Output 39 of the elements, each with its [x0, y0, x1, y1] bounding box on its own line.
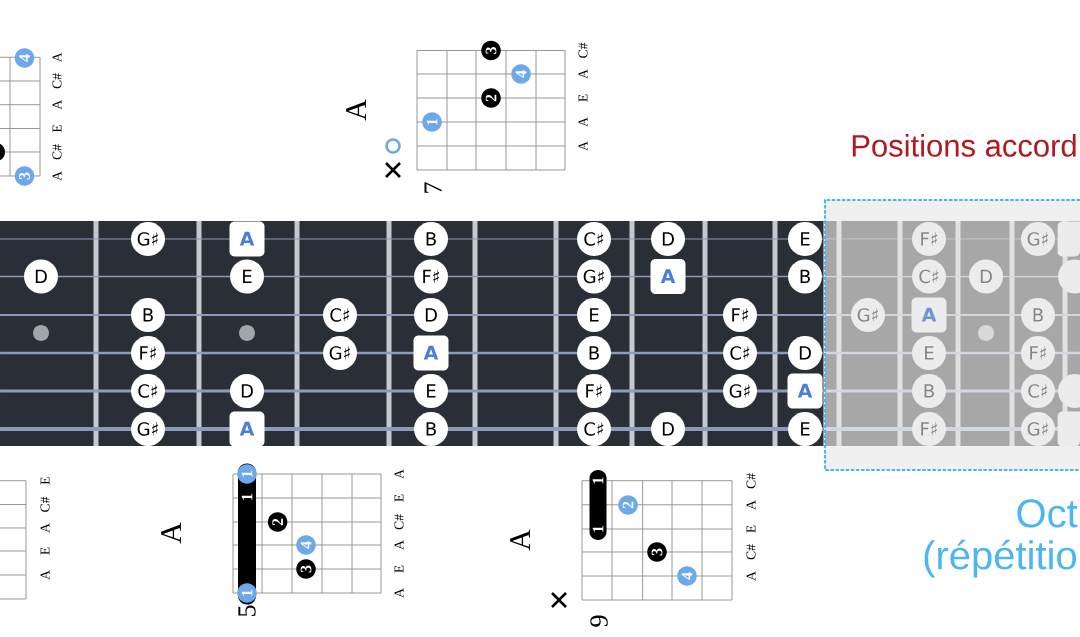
string-note-label: C# — [394, 514, 404, 530]
string-note-label: E — [746, 525, 756, 533]
string-note-label: E — [578, 94, 588, 102]
string-note-label: A — [40, 570, 50, 580]
string-note-label: A — [746, 571, 756, 581]
string-note-label: A — [578, 117, 588, 127]
string-note-label: C# — [746, 544, 756, 560]
string-note-label: C# — [40, 496, 50, 512]
string-note-label: C# — [52, 144, 62, 160]
string-note-label: A — [746, 500, 756, 510]
string-note-label: E — [40, 547, 50, 555]
string-note-label: A — [52, 52, 62, 63]
string-note-label: C# — [52, 73, 62, 89]
string-note-label: A — [52, 99, 62, 110]
note-marker — [1058, 259, 1080, 294]
string-note-label: C# — [746, 473, 756, 489]
chord-name: A — [161, 522, 181, 544]
string-note-label: A — [52, 171, 62, 181]
string-note-label: A — [40, 523, 50, 533]
barre: 1 1 — [589, 470, 607, 540]
string-note-label: C# — [578, 42, 588, 58]
string-note-label: A — [578, 69, 588, 79]
string-note-label: A — [394, 469, 404, 479]
string-note-label: E — [52, 125, 62, 133]
string-note-label: A — [394, 588, 404, 598]
heading: Positions accord — [852, 134, 1076, 157]
string-note-label: A — [394, 540, 404, 550]
chord-name: A — [510, 529, 530, 551]
fret-number: 7 — [424, 182, 442, 193]
string-note-label: E — [394, 494, 404, 502]
octave-caption: Oct (répétitio — [924, 499, 1078, 578]
string-note-label: A — [578, 141, 588, 151]
fret-number: 9 — [590, 615, 608, 627]
note-marker — [1058, 374, 1080, 408]
string-note-label: E — [394, 565, 404, 573]
chord-name: A — [346, 99, 366, 121]
string-note-label: E — [40, 477, 50, 485]
root-note-marker — [1057, 221, 1080, 257]
fret-number: 5 — [238, 605, 256, 616]
